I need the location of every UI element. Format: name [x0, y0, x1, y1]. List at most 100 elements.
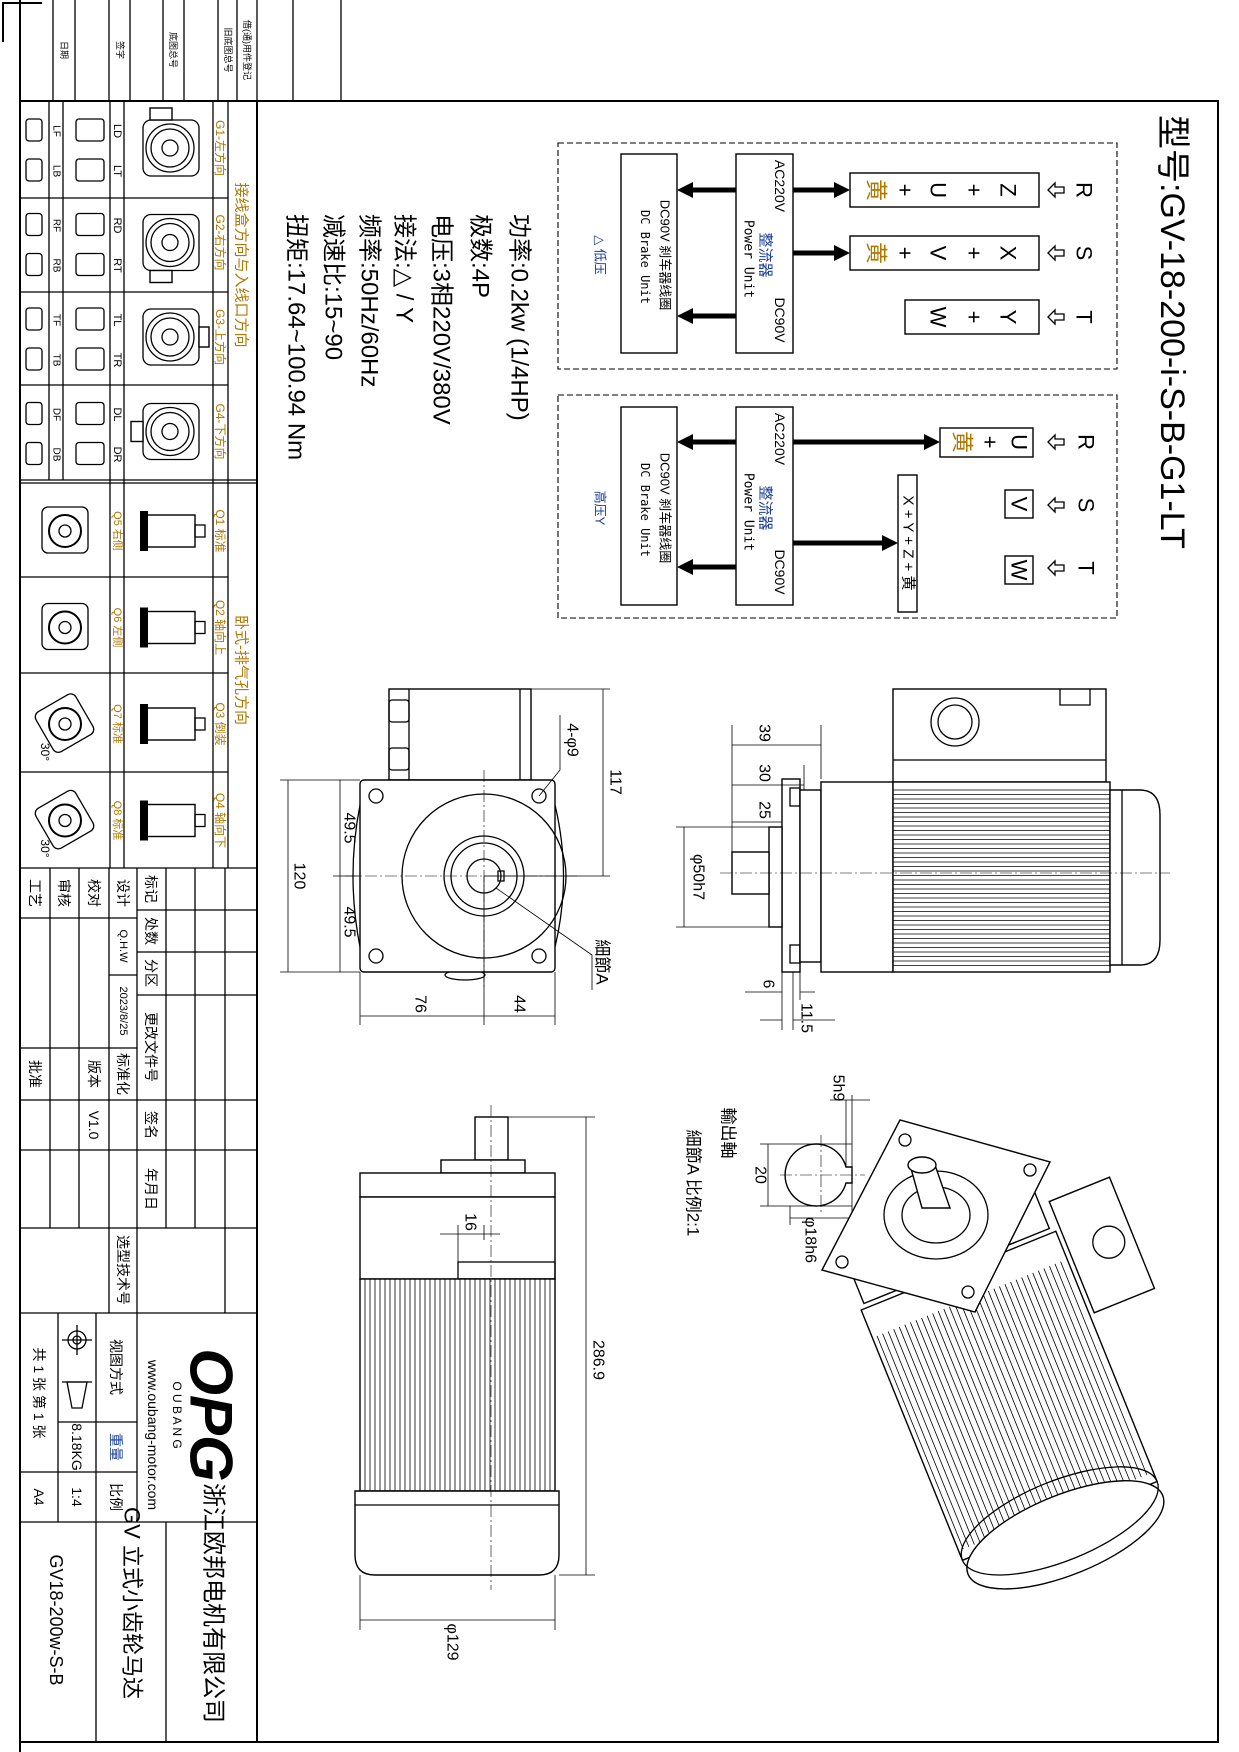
- power-unit-cn-label: 整流器: [757, 485, 774, 530]
- output-shaft: [474, 1116, 509, 1161]
- variant-label: DL: [111, 407, 123, 421]
- projection-symbol-icon: [62, 1325, 92, 1409]
- logo-wordmark: OPG: [178, 1348, 245, 1481]
- title-block-weight: 8.18KG: [69, 1423, 85, 1470]
- terminal-box: [892, 688, 1107, 783]
- mounting-label: Q7 标准: [111, 704, 125, 744]
- terminal-label: +: [962, 247, 987, 260]
- fin-line: [1021, 1277, 1109, 1491]
- power-unit-ac-label: AC220V: [772, 413, 788, 466]
- mounting-front-icon: [41, 506, 89, 554]
- orientation-thumbnail-icon: [25, 347, 43, 371]
- terminal-label: 黄: [864, 242, 889, 264]
- terminal-group-box: [849, 235, 1040, 271]
- mount-hole: [835, 1255, 849, 1269]
- title-block-review: 审核: [56, 879, 72, 907]
- title-block-design-date: 2023/8/25: [117, 987, 129, 1036]
- mounting-label: Q6 左侧: [111, 608, 124, 648]
- fin-line: [910, 1322, 998, 1536]
- star-point-box: [897, 474, 918, 613]
- terminal-box-marker: [198, 326, 210, 348]
- bottom-view: 286.9 16 φ129: [354, 1105, 607, 1661]
- mount-bracket: [140, 704, 148, 744]
- arrow-head-icon: [834, 245, 850, 261]
- section-title: 卧式-排气孔方向: [233, 615, 250, 725]
- cooling-fins: [893, 789, 1110, 966]
- fin-line: [982, 1293, 1070, 1507]
- title-block-company: 浙江欧邦电机有限公司: [200, 1483, 227, 1723]
- mount-hole: [531, 948, 547, 964]
- orientation-thumbnail-icon: [25, 252, 43, 277]
- variant-label: DF: [51, 408, 62, 421]
- input-arrow-icon: [1047, 496, 1065, 514]
- fin-line: [965, 1299, 1053, 1514]
- flange-circle: [145, 123, 195, 173]
- spec-line: 减速比:15~90: [320, 214, 347, 360]
- power-unit-dc-label: DC90V: [772, 297, 788, 343]
- mounting-side-icon: [140, 704, 206, 744]
- detail-scale: 細節A 比例2:1: [684, 1130, 703, 1237]
- dim-117: 117: [607, 769, 624, 795]
- mount-bracket: [140, 511, 148, 551]
- terminal-label: V: [926, 246, 951, 261]
- side-view: 39 30 25 φ50h7 6 11.5: [676, 688, 1170, 1033]
- arrow-head-icon: [924, 434, 940, 450]
- strip-label: 签字: [115, 41, 126, 59]
- motor-body: [359, 1278, 556, 1492]
- mounting-side-icon: [140, 800, 206, 841]
- spec-line: 接法:△ / Y: [391, 214, 418, 323]
- mount-hole: [368, 788, 384, 804]
- orientation-thumbnail-icon: [25, 401, 43, 426]
- terminal-label: V: [1007, 497, 1032, 512]
- phase-label: R: [1074, 434, 1099, 450]
- variant-label: LF: [51, 125, 62, 137]
- orientation-thumbnail-icon: [75, 118, 105, 142]
- fin-line: [1032, 1272, 1120, 1487]
- terminal-label: +: [893, 247, 918, 260]
- power-unit-en-label: Power Unit: [741, 220, 756, 298]
- registration-strip: 日期签字底图总号旧底图总号借(通)用件登记: [52, 0, 342, 101]
- mount-hole: [368, 948, 384, 964]
- dim-16: 16: [462, 1213, 479, 1231]
- flange-plate: [359, 1172, 556, 1198]
- power-unit-box: [735, 406, 794, 606]
- mounting-label: Q5 右侧: [111, 511, 125, 551]
- title-block-paper: A4: [31, 1488, 47, 1505]
- cable-gland: [930, 697, 980, 747]
- end-cap: [1109, 789, 1161, 966]
- flange-outline: [34, 693, 95, 754]
- power-unit-box: [735, 153, 794, 354]
- flange-circle: [145, 406, 195, 457]
- star-point-label: X + Y + Z + 黄: [900, 496, 917, 591]
- direction-label: G3-上方向: [213, 309, 228, 365]
- end-cap: [354, 1490, 560, 1576]
- connection-label: △ 低压: [593, 235, 608, 275]
- orientation-thumbnail-icon: [75, 441, 105, 466]
- terminal-label: U: [926, 182, 951, 198]
- title-block-count: 处数: [143, 917, 159, 945]
- connection-label: 高压Y: [593, 491, 608, 526]
- mounting-front-icon: [41, 602, 89, 651]
- shaft: [194, 717, 206, 731]
- strip-label: 旧底图总号: [223, 27, 234, 72]
- fin-line: [1026, 1275, 1114, 1489]
- title-block-version: V1.0: [86, 1111, 102, 1140]
- mounting-direction-table: 接线盒方向与入线口方向卧式-排气孔方向G1-左方向LDLTLFLBG2-右方向R…: [20, 101, 257, 869]
- motor-body: [144, 803, 196, 838]
- dim-30: 30: [756, 764, 773, 782]
- brake-unit-en-label: DC Brake Unit: [638, 463, 652, 557]
- fin-line: [1037, 1270, 1125, 1485]
- mount-hole: [961, 1285, 975, 1299]
- variant-label: TL: [111, 314, 123, 327]
- isometric-view: [820, 1119, 1165, 1590]
- orientation-thumbnail-icon: [75, 347, 105, 371]
- shaft: [194, 620, 206, 635]
- terminal-label: +: [978, 436, 1003, 449]
- brake-unit-title: DC90V 刹车器线圈: [658, 200, 673, 311]
- flange-square: [820, 1119, 1052, 1313]
- fin-line: [1010, 1281, 1098, 1496]
- dim-25: 25: [756, 801, 773, 819]
- dim-129: φ129: [444, 1623, 461, 1660]
- terminal-group-box: [904, 299, 1040, 335]
